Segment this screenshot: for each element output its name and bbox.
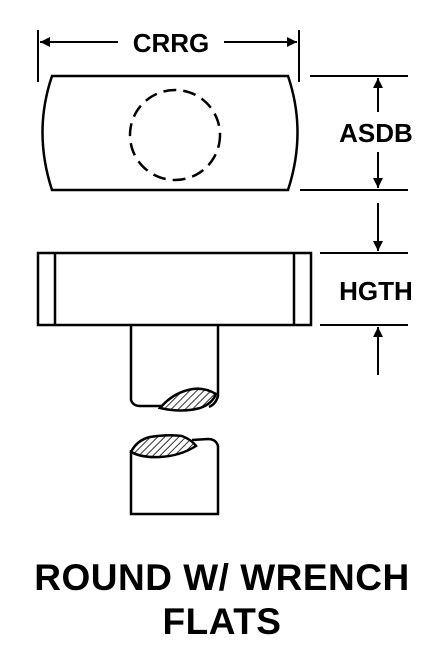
- hgth-label: HGTH: [339, 276, 413, 306]
- shank-upper-right-edge: [208, 325, 220, 409]
- caption-line-2: FLATS: [163, 601, 282, 642]
- width-label: CRRG: [133, 28, 210, 58]
- width-dimension: CRRG: [37, 28, 300, 82]
- across-flats-dimension: ASDB: [300, 75, 413, 191]
- shank-lower: [129, 433, 220, 516]
- break-section-lower: [129, 433, 198, 459]
- caption-line-1: ROUND W/ WRENCH: [34, 557, 409, 598]
- shank-lower-outline: [129, 437, 220, 516]
- hidden-shank-circle: [128, 88, 222, 182]
- height-dimension: HGTH: [320, 203, 413, 375]
- asdb-label: ASDB: [339, 118, 413, 148]
- break-section-upper: [157, 387, 218, 412]
- head-side-view: [36, 251, 313, 327]
- shank-upper: [129, 325, 220, 412]
- head-outline: [41, 74, 299, 192]
- head-top-view: [41, 74, 299, 192]
- shank-upper-left-edge: [129, 325, 162, 408]
- head-side-outline: [36, 251, 313, 327]
